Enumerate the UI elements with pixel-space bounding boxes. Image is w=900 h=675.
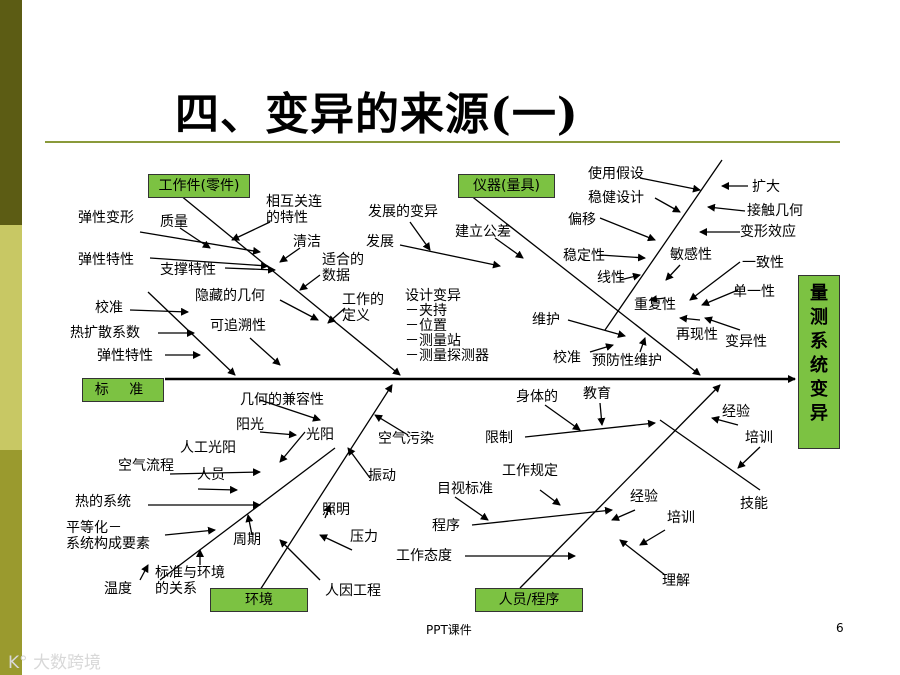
bone-people	[519, 384, 721, 589]
cause-label: 偏移	[568, 212, 596, 228]
cause-label: 再现性	[676, 327, 718, 343]
category-environment: 环境	[210, 588, 308, 612]
cause-label: 培训	[745, 430, 773, 446]
cause-label: 经验	[722, 404, 750, 420]
cause-label: 一致性	[742, 255, 784, 271]
cause-label: 热扩散系数	[70, 325, 140, 341]
cause-label: 光阳	[306, 427, 334, 443]
watermark-icon: K°	[8, 653, 28, 673]
cause-label: 清洁	[293, 234, 321, 250]
cause-label: 弹性特性	[97, 348, 153, 364]
cause-label: 热的系统	[75, 494, 131, 510]
cause-label: 相互关连 的特性	[266, 194, 322, 226]
effect-measurement-variation: 量测系统变异	[798, 275, 840, 449]
cause-label: 经验	[630, 489, 658, 505]
cause-label: 接触几何	[747, 203, 803, 219]
cause-label: 标准与环境 的关系	[155, 565, 225, 597]
cause-label: 程序	[432, 518, 460, 534]
cause-label: 隐藏的几何	[195, 288, 265, 304]
cause-label: 身体的	[516, 389, 558, 405]
cause-label: 质量	[160, 214, 188, 230]
cause-label: 人因工程	[325, 583, 381, 599]
category-workpiece: 工作件(零件)	[148, 174, 250, 198]
sidebar-band-dark	[0, 0, 22, 225]
bone-instrument	[469, 194, 701, 376]
cause-label: 预防性维护	[592, 353, 662, 369]
category-instrument: 仪器(量具)	[458, 174, 555, 198]
sidebar-band-light	[0, 225, 22, 450]
cause-label: 可追溯性	[210, 318, 266, 334]
cause-label: 空气污染	[378, 431, 434, 447]
cause-label: 空气流程	[118, 458, 174, 474]
slide-sidebar	[0, 0, 22, 675]
cause-label: 限制	[485, 430, 513, 446]
cause-label: 目视标准	[437, 481, 493, 497]
cause-label: 扩大	[752, 179, 780, 195]
cause-label: 照明	[322, 502, 350, 518]
cause-label: 几何的兼容性	[240, 392, 324, 408]
sidebar-band-mid	[0, 450, 22, 675]
cause-label: 敏感性	[670, 247, 712, 263]
cause-label: 弹性变形	[78, 210, 134, 226]
watermark-logo: K° 大数跨境	[8, 648, 101, 673]
slide-title: 四、变异的来源(一)	[175, 89, 579, 140]
cause-label: 理解	[662, 573, 690, 589]
cause-label: 支撑特性	[160, 262, 216, 278]
cause-label: 发展	[366, 234, 394, 250]
cause-label: 温度	[104, 581, 132, 597]
cause-label: 周期	[233, 532, 261, 548]
bone-measure-top	[604, 159, 723, 331]
cause-label: 培训	[667, 510, 695, 526]
cause-label: 弹性特性	[78, 252, 134, 268]
cause-label: 校准	[553, 350, 581, 366]
title-divider	[45, 141, 840, 143]
category-people: 人员/程序	[475, 588, 583, 612]
cause-label: 平等化－ 系统构成要素	[66, 520, 150, 552]
cause-label: 稳定性	[563, 248, 605, 264]
bone-workpiece	[179, 194, 401, 376]
bone-people-right	[659, 419, 761, 491]
cause-label: 维护	[532, 312, 560, 328]
cause-label: 变异性	[725, 334, 767, 350]
bone-environment	[259, 384, 393, 591]
cause-label: 工作态度	[396, 548, 452, 564]
cause-label: 工作的 定义	[342, 292, 384, 324]
cause-label: 教育	[583, 386, 611, 402]
cause-label: 人工光阳	[180, 440, 236, 456]
cause-label: 设计变异 －夹持 －位置 －测量站 －测量探测器	[405, 288, 489, 364]
cause-label: 振动	[368, 468, 396, 484]
category-standard: 标 准	[82, 378, 164, 402]
cause-label: 校准	[95, 300, 123, 316]
cause-label: 人员	[197, 467, 225, 483]
watermark-text: 大数跨境	[33, 653, 102, 673]
cause-label: 适合的 数据	[322, 252, 364, 284]
cause-label: 技能	[740, 496, 768, 512]
cause-label: 变形效应	[740, 224, 796, 240]
cause-label: 压力	[350, 529, 378, 545]
cause-label: 阳光	[236, 417, 264, 433]
cause-label: 单一性	[733, 284, 775, 300]
cause-label: 线性	[597, 270, 625, 286]
cause-label: 发展的变异	[368, 204, 438, 220]
bone-env-left	[159, 447, 336, 581]
cause-label: 稳健设计	[588, 190, 644, 206]
page-number: 6	[836, 621, 844, 635]
cause-label: 重复性	[634, 297, 676, 313]
slide-footer: PPT课件	[426, 623, 472, 637]
cause-label: 使用假设	[588, 166, 644, 182]
cause-label: 建立公差	[455, 224, 511, 240]
cause-label: 工作规定	[502, 463, 558, 479]
